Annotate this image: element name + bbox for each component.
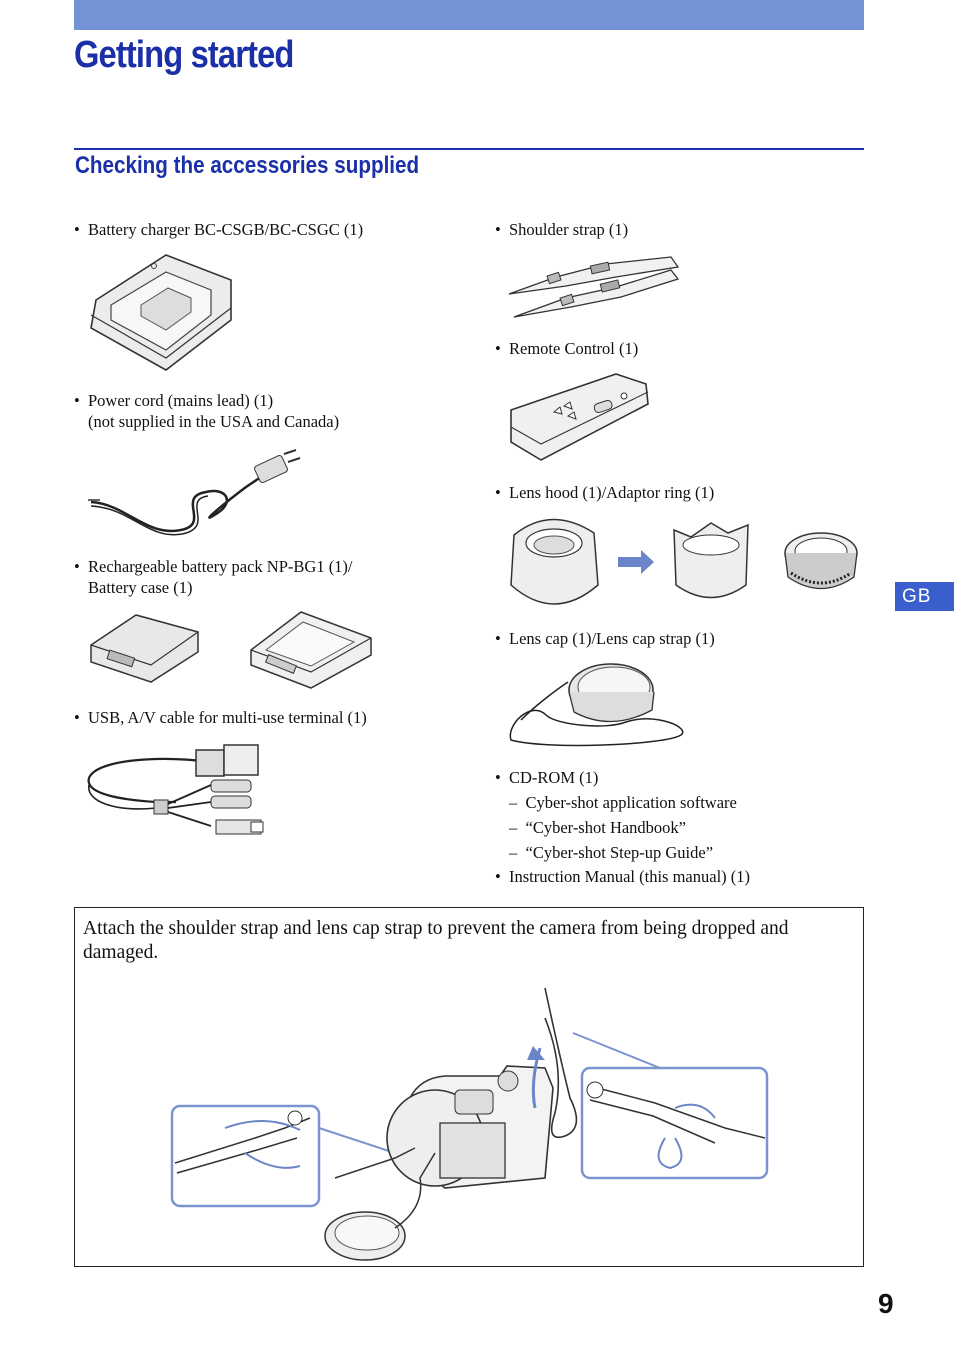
lens-cap-illustration	[509, 663, 684, 747]
bullet: •	[495, 339, 501, 358]
power-cord-illustration	[88, 449, 301, 536]
page-number: 9	[878, 1288, 894, 1319]
section-title: Checking the accessories supplied	[75, 152, 420, 179]
usb-av-cable-illustration	[87, 744, 264, 835]
battery-charger-illustration	[90, 254, 232, 371]
cdrom-item-software: Cyber-shot application software	[525, 793, 737, 812]
item-label-remote-control: Remote Control (1)	[509, 339, 639, 358]
list-item: • Battery charger BC-CSGB/BC-CSGC (1)	[74, 219, 364, 240]
strap-attachment-illustration	[170, 987, 769, 1261]
header-band	[74, 0, 864, 30]
note-box: Attach the shoulder strap and lens cap s…	[74, 907, 864, 1267]
remote-control-illustration	[510, 373, 649, 461]
bullet: •	[74, 708, 80, 727]
item-label-instruction-manual: Instruction Manual (this manual) (1)	[509, 867, 751, 886]
list-item: • CD-ROM (1)	[495, 767, 599, 788]
page-title: Getting started	[74, 34, 294, 76]
item-label-usb-av-cable: USB, A/V cable for multi-use terminal (1…	[88, 708, 367, 727]
note-text: Attach the shoulder strap and lens cap s…	[83, 918, 789, 963]
bullet: •	[495, 220, 501, 239]
item-label-battery-charger: Battery charger BC-CSGB/BC-CSGC (1)	[88, 220, 364, 239]
item-note-battery-case: Battery case (1)	[88, 578, 193, 597]
bullet: •	[74, 391, 80, 410]
bullet: •	[74, 557, 80, 576]
item-note-power-cord: (not supplied in the USA and Canada)	[88, 412, 340, 431]
list-item: • Lens cap (1)/Lens cap strap (1)	[495, 628, 715, 649]
list-item: • Lens hood (1)/Adaptor ring (1)	[495, 482, 715, 503]
list-item: • USB, A/V cable for multi-use terminal …	[74, 707, 367, 728]
sub-list-item: – Cyber-shot application software	[509, 793, 737, 812]
item-label-lens-cap: Lens cap (1)/Lens cap strap (1)	[509, 629, 715, 648]
item-label-battery-pack: Rechargeable battery pack NP-BG1 (1)/	[88, 557, 353, 576]
item-label-power-cord: Power cord (mains lead) (1)	[88, 391, 274, 410]
shoulder-strap-illustration	[508, 256, 680, 318]
bullet: •	[74, 220, 80, 239]
list-item: • Remote Control (1)	[495, 338, 639, 359]
section-divider	[74, 148, 864, 150]
language-tab: GB	[895, 582, 954, 611]
item-label-lens-hood: Lens hood (1)/Adaptor ring (1)	[509, 483, 715, 502]
cdrom-item-handbook: “Cyber-shot Handbook”	[525, 818, 687, 837]
sub-list-item: – “Cyber-shot Handbook”	[509, 818, 687, 837]
item-label-shoulder-strap: Shoulder strap (1)	[509, 220, 629, 239]
arrow-right-icon	[618, 550, 654, 574]
battery-pack-and-case-illustration	[90, 611, 372, 689]
list-item: • Instruction Manual (this manual) (1)	[495, 866, 751, 887]
bullet: •	[495, 768, 501, 787]
list-item: • Power cord (mains lead) (1) (not suppl…	[74, 390, 340, 432]
list-item: • Rechargeable battery pack NP-BG1 (1)/ …	[74, 556, 353, 598]
item-label-cdrom: CD-ROM (1)	[509, 768, 599, 787]
sub-list-item: – “Cyber-shot Step-up Guide”	[509, 843, 714, 862]
lens-hood-adaptor-ring-illustration	[510, 518, 858, 605]
bullet: •	[495, 629, 501, 648]
bullet: •	[495, 483, 501, 502]
cdrom-item-stepup-guide: “Cyber-shot Step-up Guide”	[525, 843, 714, 862]
bullet: •	[495, 867, 501, 886]
list-item: • Shoulder strap (1)	[495, 219, 629, 240]
